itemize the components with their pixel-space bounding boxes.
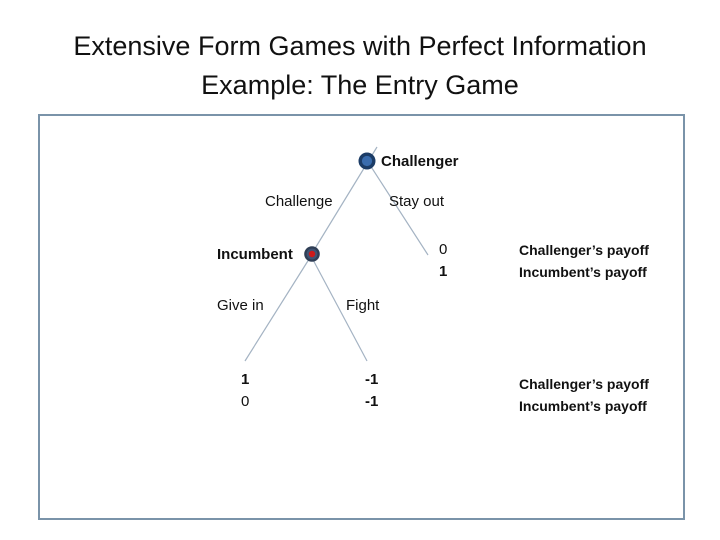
payoff-give-in-challenger: 1 [241, 371, 250, 388]
payoff-legend-upper-line1: Challenger’s payoff [519, 242, 649, 258]
incumbent-node-dot-icon [308, 250, 316, 258]
payoff-stay-out-challenger: 0 [439, 241, 448, 258]
slide-title: Extensive Form Games with Perfect Inform… [73, 31, 647, 61]
action-label-challenge: Challenge [265, 193, 333, 210]
payoff-legend-upper-line2: Incumbent’s payoff [519, 264, 647, 280]
challenger-node-icon [358, 152, 376, 170]
edge-stay-out [367, 161, 429, 256]
diagram-border-box [38, 114, 685, 520]
slide-subtitle: Example: The Entry Game [201, 70, 519, 100]
payoff-fight-challenger: -1 [365, 371, 379, 388]
action-label-give-in: Give in [217, 297, 264, 314]
challenger-node-label: Challenger [381, 153, 459, 170]
payoff-legend-lower-line2: Incumbent’s payoff [519, 398, 647, 414]
edge-give-in [244, 255, 312, 362]
action-label-stay-out: Stay out [389, 193, 445, 210]
edge-fight [310, 255, 368, 362]
action-label-fight: Fight [346, 297, 380, 314]
payoff-fight-incumbent: -1 [365, 393, 379, 410]
payoff-legend-lower-line1: Challenger’s payoff [519, 376, 649, 392]
payoff-stay-out-incumbent: 1 [439, 263, 448, 280]
incumbent-node-label: Incumbent [217, 246, 293, 263]
payoff-give-in-incumbent: 0 [241, 393, 250, 410]
